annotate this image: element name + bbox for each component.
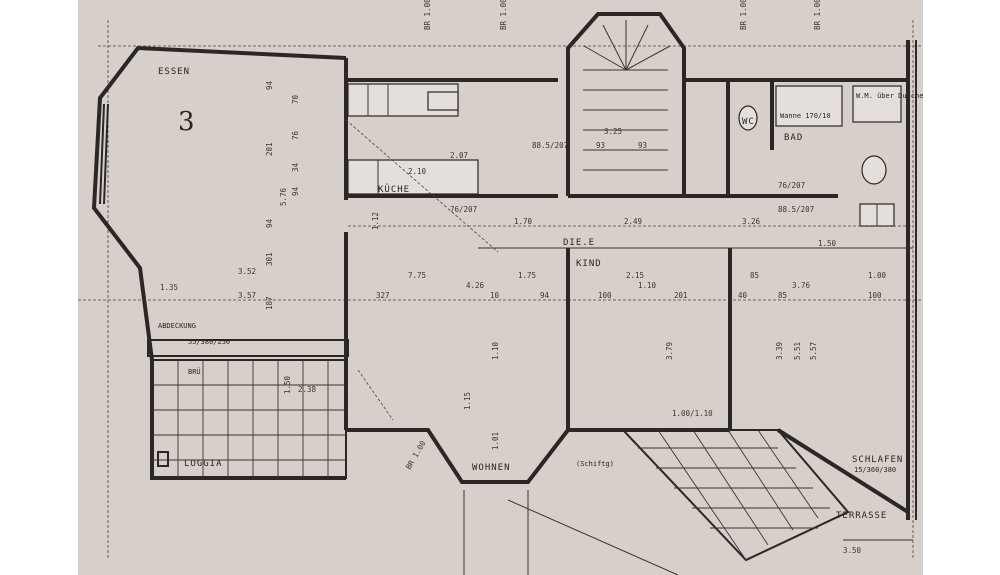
svg-text:1.00/1.10: 1.00/1.10 xyxy=(672,409,713,418)
bad-wc-area xyxy=(684,78,908,227)
svg-text:94: 94 xyxy=(540,291,550,300)
svg-text:327: 327 xyxy=(376,291,390,300)
svg-text:3.39: 3.39 xyxy=(775,342,784,360)
svg-text:BR 1.00: BR 1.00 xyxy=(404,439,428,471)
svg-text:3.76: 3.76 xyxy=(792,281,811,290)
svg-text:1.50: 1.50 xyxy=(818,239,837,248)
svg-text:2.07: 2.07 xyxy=(450,151,468,160)
stair-core xyxy=(566,12,686,198)
svg-text:3.57: 3.57 xyxy=(238,291,256,300)
label-abdeckung-size: 55/380/250 xyxy=(188,338,230,346)
svg-text:93: 93 xyxy=(638,141,647,150)
svg-text:7.75: 7.75 xyxy=(408,271,426,280)
svg-text:1.15: 1.15 xyxy=(463,392,472,410)
room-label-essen: ESSEN xyxy=(158,67,190,77)
svg-text:10: 10 xyxy=(490,291,500,300)
svg-text:301: 301 xyxy=(265,252,274,266)
svg-text:94: 94 xyxy=(265,218,274,228)
svg-text:BR 1.00: BR 1.00 xyxy=(499,0,508,30)
svg-text:1.70: 1.70 xyxy=(514,217,533,226)
svg-text:76/207: 76/207 xyxy=(778,181,805,190)
svg-text:1.75: 1.75 xyxy=(518,271,536,280)
svg-text:2.10: 2.10 xyxy=(408,167,427,176)
room-label-kind: KIND xyxy=(576,259,602,269)
svg-text:3.25: 3.25 xyxy=(604,127,622,136)
diele-corridor xyxy=(348,225,913,249)
svg-text:88.5/207: 88.5/207 xyxy=(778,205,814,214)
label-schiftg: (Schiftg) xyxy=(576,460,614,468)
svg-text:76/207: 76/207 xyxy=(450,205,477,214)
svg-text:1.50: 1.50 xyxy=(283,375,292,394)
svg-text:88.5/207: 88.5/207 xyxy=(532,141,568,150)
svg-text:5.51: 5.51 xyxy=(793,342,802,360)
room-label-schlafen: SCHLAFEN xyxy=(852,455,903,465)
svg-text:3.79: 3.79 xyxy=(665,342,674,360)
svg-text:1.00: 1.00 xyxy=(868,271,887,280)
floor-plan-sheet: ESSEN 3 KÜCHE DIE.E KIND WC BAD Wanne 17… xyxy=(78,0,923,575)
svg-text:2.15: 2.15 xyxy=(626,271,644,280)
svg-text:1.10: 1.10 xyxy=(491,341,500,360)
svg-text:5.57: 5.57 xyxy=(809,342,818,360)
room-label-kueche: KÜCHE xyxy=(378,184,410,195)
room-label-bad: BAD xyxy=(784,133,803,143)
svg-text:201: 201 xyxy=(674,291,688,300)
svg-text:201: 201 xyxy=(265,142,274,156)
terrasse xyxy=(620,428,910,562)
svg-text:3.52: 3.52 xyxy=(238,267,256,276)
room-label-wohnen: WOHNEN xyxy=(472,463,511,473)
svg-text:BR 1.00: BR 1.00 xyxy=(739,0,748,30)
svg-text:3.26: 3.26 xyxy=(742,217,761,226)
handwritten-mark: 3 xyxy=(178,107,196,137)
loggia xyxy=(147,339,349,479)
dimension-labels: 94 201 94 301 187 70 76 34 94 7.75 1.75 … xyxy=(160,0,887,555)
svg-text:100: 100 xyxy=(868,291,882,300)
wohnen-bay xyxy=(344,360,570,484)
svg-text:94: 94 xyxy=(291,186,300,196)
svg-text:76: 76 xyxy=(291,130,300,140)
svg-text:93: 93 xyxy=(596,141,605,150)
svg-text:34: 34 xyxy=(291,162,300,172)
svg-text:85: 85 xyxy=(750,271,759,280)
diagonal-guides xyxy=(345,119,499,421)
svg-text:70: 70 xyxy=(291,94,300,104)
svg-text:100: 100 xyxy=(598,291,612,300)
room-label-diele: DIE.E xyxy=(563,238,595,248)
essen-walls xyxy=(91,45,348,480)
svg-text:85: 85 xyxy=(778,291,787,300)
label-schlafen-size: 15/360/380 xyxy=(854,466,896,474)
svg-text:40: 40 xyxy=(738,291,748,300)
kueche-area xyxy=(346,78,558,198)
svg-text:3.50: 3.50 xyxy=(843,546,862,555)
svg-text:94: 94 xyxy=(265,80,274,90)
lower-outlines xyxy=(463,490,913,575)
room-label-wc: WC xyxy=(742,117,755,127)
label-wm: W.M. über Dusche xyxy=(856,92,923,100)
floor-plan-drawing: ESSEN 3 KÜCHE DIE.E KIND WC BAD Wanne 17… xyxy=(78,0,923,575)
svg-text:BR 1.00: BR 1.00 xyxy=(813,0,822,30)
svg-text:1.01: 1.01 xyxy=(491,432,500,450)
label-wanne: Wanne 170/10 xyxy=(780,112,831,120)
svg-text:1.12: 1.12 xyxy=(371,212,380,230)
label-bru: BRÜ xyxy=(188,367,201,376)
svg-text:2.49: 2.49 xyxy=(624,217,642,226)
svg-text:4.26: 4.26 xyxy=(466,281,485,290)
svg-text:1.35: 1.35 xyxy=(160,283,178,292)
room-label-loggia: LOGGIA xyxy=(184,459,223,469)
svg-text:1.10: 1.10 xyxy=(638,281,657,290)
svg-text:187: 187 xyxy=(265,296,274,310)
label-abdeckung: ABDECKUNG xyxy=(158,322,196,330)
svg-text:BR 1.00: BR 1.00 xyxy=(423,0,432,30)
svg-text:5.76: 5.76 xyxy=(279,187,288,206)
svg-text:2.38: 2.38 xyxy=(298,385,317,394)
room-label-terrasse: TERRASSE xyxy=(836,511,887,521)
